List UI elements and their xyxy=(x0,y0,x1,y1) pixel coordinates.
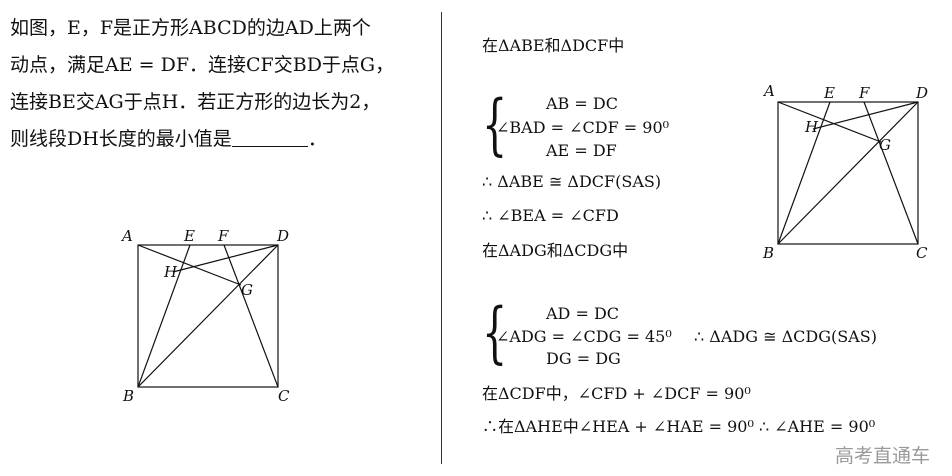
segment-be xyxy=(777,101,831,245)
diagonal-bd xyxy=(137,244,279,388)
label-c: C xyxy=(278,387,290,405)
system-1: { AB = DC ∠BAD = ∠CDF = 90⁰ AE = DF xyxy=(482,92,682,164)
system-2-row-2: ∠ADG = ∠CDG = 45⁰ xyxy=(496,327,672,346)
solution-line-3: ∴ ∠BEA = ∠CFD xyxy=(482,206,619,225)
label-b: B xyxy=(762,244,774,262)
label-g: G xyxy=(879,136,891,154)
problem-statement: 如图，E，F是正方形ABCD的边AD上两个 动点，满足AE = DF．连接CF交… xyxy=(10,10,430,158)
segment-be xyxy=(137,244,191,388)
problem-line-4: 则线段DH长度的最小值是 ． xyxy=(10,121,430,158)
system-1-row-3: AE = DF xyxy=(546,141,617,160)
right-figure: A E F D H G B C xyxy=(762,82,928,262)
system-2-row-1: AD = DC xyxy=(546,304,620,323)
problem-end-mark: ． xyxy=(307,128,327,150)
label-c: C xyxy=(916,244,928,262)
left-figure: A E F D H G B C xyxy=(120,227,290,405)
label-a: A xyxy=(120,227,133,245)
segment-ag xyxy=(137,244,242,286)
segment-dh xyxy=(172,244,279,273)
system-1-row-2: ∠BAD = ∠CDF = 90⁰ xyxy=(496,118,670,137)
column-divider xyxy=(441,12,442,464)
label-f: F xyxy=(858,84,870,102)
label-d: D xyxy=(915,84,928,102)
label-e: E xyxy=(183,227,195,245)
solution-line-2: ∴ ΔABE ≅ ΔDCF(SAS) xyxy=(482,172,662,191)
solution-line-5: 在ΔCDF中，∠CFD + ∠DCF = 90⁰ xyxy=(482,384,751,403)
label-f: F xyxy=(217,227,229,245)
segment-dh xyxy=(812,101,919,130)
label-e: E xyxy=(823,84,835,102)
problem-line-2: 动点，满足AE = DF．连接CF交BD于点G， xyxy=(10,54,395,76)
left-brace: { xyxy=(482,294,508,371)
diagonal-bd xyxy=(777,101,919,245)
system-2: { AD = DC ∠ADG = ∠CDG = 45⁰ DG = DG ∴ ΔA… xyxy=(482,300,902,372)
answer-blank xyxy=(231,127,308,147)
system-1-row-1: AB = DC xyxy=(546,94,618,113)
segment-cf xyxy=(223,244,279,388)
square-abcd xyxy=(777,101,919,245)
problem-line-3: 连接BE交AG于点H．若正方形的边长为2， xyxy=(10,91,381,113)
system-2-row-3: DG = DG xyxy=(546,349,621,368)
label-a: A xyxy=(762,82,775,100)
label-h: H xyxy=(163,263,178,281)
label-g: G xyxy=(241,281,253,299)
label-d: D xyxy=(276,227,289,245)
watermark: 高考直通车 xyxy=(834,445,930,467)
label-b: B xyxy=(122,387,134,405)
solution-line-6: ∴在ΔAHE中∠HEA + ∠HAE = 90⁰ ∴ ∠AHE = 90⁰ xyxy=(482,417,876,436)
solution-line-4: 在ΔADG和ΔCDG中 xyxy=(482,241,629,260)
label-h: H xyxy=(804,118,819,136)
segment-cf xyxy=(863,101,919,245)
problem-line-4-text: 则线段DH长度的最小值是 xyxy=(10,128,232,150)
solution-line-1: 在ΔABE和ΔDCF中 xyxy=(482,36,625,55)
system-2-conclusion: ∴ ΔADG ≅ ΔCDG(SAS) xyxy=(694,327,877,346)
square-abcd xyxy=(137,244,279,388)
left-brace: { xyxy=(482,86,508,163)
segment-ag xyxy=(777,101,882,143)
problem-line-1: 如图，E，F是正方形ABCD的边AD上两个 xyxy=(10,17,371,39)
